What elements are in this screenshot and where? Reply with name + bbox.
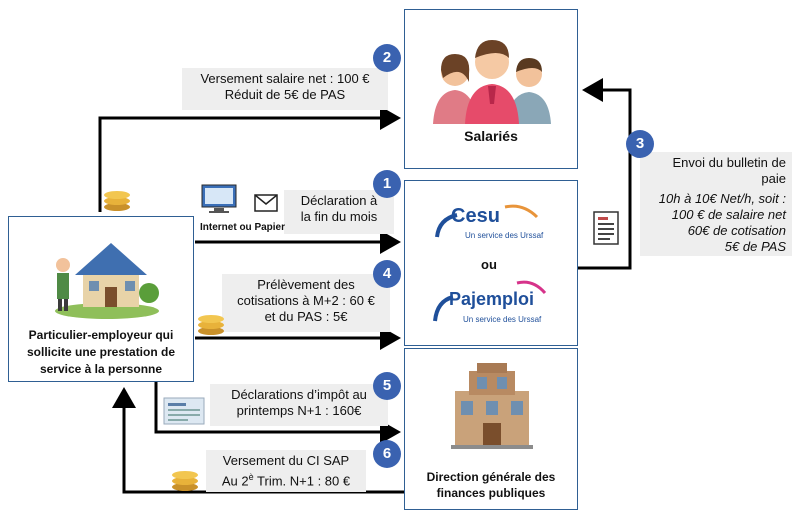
prelevement-label: Prélèvement des cotisations à M+2 : 60 €…: [222, 274, 390, 332]
step-badge-3: 3: [626, 130, 654, 158]
dgfip-box: Direction générale des finances publique…: [404, 348, 578, 510]
declaration-line-1: Déclaration à: [300, 193, 378, 208]
ci-line-2-start: Au 2: [221, 473, 249, 489]
impot-line-1: Déclarations d’impôt au: [231, 387, 367, 402]
people-icon: [433, 40, 551, 124]
arrow-salary: [98, 106, 401, 212]
arrow-impot: [154, 382, 401, 444]
envelope-icon: [254, 194, 278, 212]
step-badge-1: 1: [373, 170, 401, 198]
ci-superscript: è: [248, 472, 254, 482]
impot-line-2: printemps N+1 : 160€: [236, 403, 362, 418]
building-icon: [451, 363, 533, 449]
ci-line-2-end: Trim. N+1 : 80 €: [253, 473, 351, 489]
computer-icon: [201, 184, 237, 213]
arrow-bulletin: [578, 78, 632, 270]
step-badge-2: 2: [373, 44, 401, 72]
prelevement-line-2: cotisations à M+2 : 60 €: [237, 293, 375, 308]
salary-line-2: Réduit de 5€ de PAS: [224, 87, 346, 102]
pajemploi-text: Pajemploi: [449, 289, 535, 309]
step-badge-5: 5: [373, 372, 401, 400]
prelevement-line-1: Prélèvement des: [257, 277, 355, 292]
cesu-swoosh-icon: [435, 204, 539, 238]
pajemploi-swoosh-icon: [433, 280, 547, 322]
coins-icon: [198, 315, 224, 335]
ci-label: Versement du CI SAP Au 2è Trim. N+1 : 80…: [206, 450, 366, 492]
declaration-label: Déclaration à la fin du mois: [284, 190, 394, 234]
employees-box: Salariés: [404, 9, 578, 169]
house-icon: [55, 243, 159, 319]
step-badge-4: 4: [373, 260, 401, 288]
cesu-subtext: Un service des Urssaf: [465, 231, 544, 240]
step-badge-6: 6: [373, 440, 401, 468]
tax-form-icon: [163, 397, 205, 425]
employer-box: Particulier-employeur qui sollicite une …: [8, 216, 194, 382]
cesu-text: Cesu: [451, 205, 500, 227]
ci-line-2: Au 2è Trim. N+1 : 80 €: [212, 469, 360, 489]
coins-icon: [104, 191, 130, 211]
dgfip-label: Direction générale des finances publique…: [426, 470, 556, 500]
pajemploi-subtext: Un service des Urssaf: [463, 315, 542, 324]
salary-line-1: Versement salaire net : 100 €: [200, 71, 370, 86]
coins-icon: [172, 471, 198, 491]
bulletin-label: Envoi du bulletin de paie 10h à 10€ Net/…: [640, 152, 792, 256]
arrow-ci: [112, 387, 406, 494]
employer-label: Particulier-employeur qui sollicite une …: [26, 328, 176, 376]
payslip-icon: [593, 211, 619, 245]
pajemploi-logo: Pajemploi Un service des Urssaf: [433, 277, 573, 333]
urssaf-box: Cesu Un service des Urssaf ou Pajemploi …: [404, 180, 578, 346]
bulletin-title: Envoi du bulletin de paie: [672, 155, 786, 186]
impot-label: Déclarations d’impôt au printemps N+1 : …: [210, 384, 388, 426]
bulletin-line-1: 10h à 10€ Net/h, soit :: [658, 191, 786, 206]
salary-label: Versement salaire net : 100 € Réduit de …: [182, 68, 388, 110]
bulletin-line-2: 100 € de salaire net: [671, 207, 786, 222]
bulletin-line-4: 5€ de PAS: [724, 239, 786, 254]
internet-text: Internet ou Papier: [200, 222, 286, 233]
or-text: ou: [481, 257, 497, 272]
declaration-line-2: la fin du mois: [300, 209, 378, 224]
cesu-logo: Cesu Un service des Urssaf: [435, 197, 575, 247]
ci-line-1: Versement du CI SAP: [222, 453, 350, 468]
prelevement-line-3: et du PAS : 5€: [264, 309, 348, 324]
employees-label: Salariés: [464, 128, 518, 144]
bulletin-line-3: 60€ de cotisation: [687, 223, 786, 238]
